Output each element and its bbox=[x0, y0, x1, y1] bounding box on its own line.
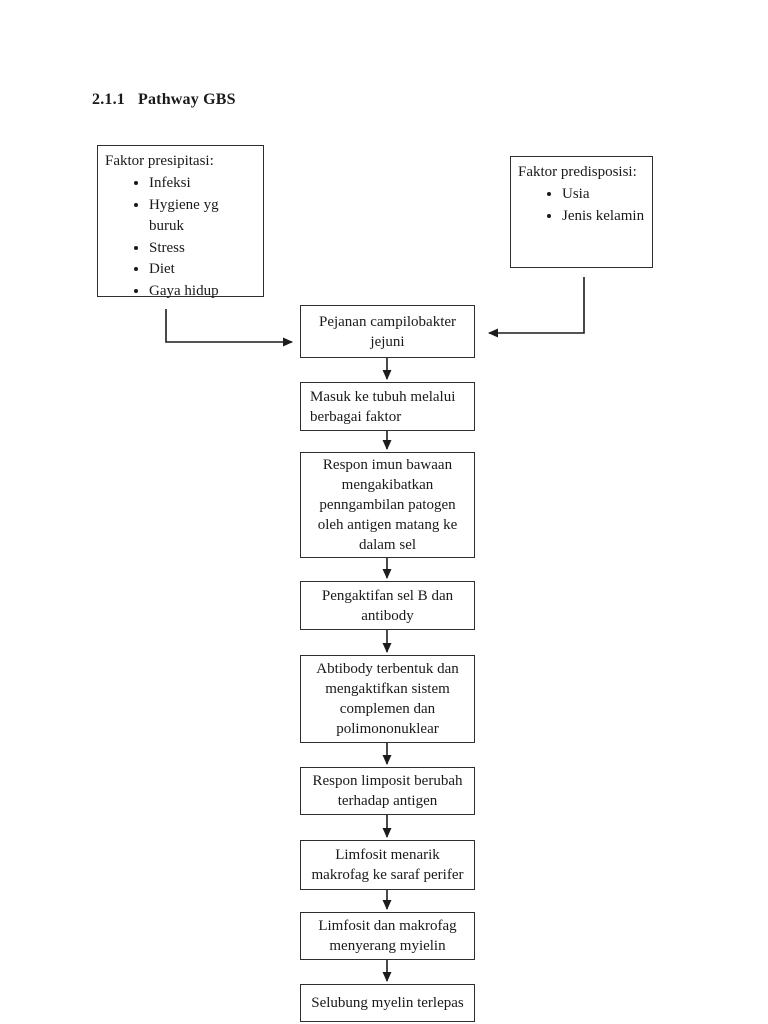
section-title: Pathway GBS bbox=[138, 91, 236, 108]
list-item: Jenis kelamin bbox=[562, 206, 646, 228]
list-item: Infeksi bbox=[149, 173, 257, 195]
flow-step-respon-imun-bawaan: Respon imun bawaan mengakibatkan penngam… bbox=[300, 452, 475, 558]
flow-step-label: Pengaktifan sel B dan antibody bbox=[321, 587, 454, 624]
arrow-presipitasi-to-pejanan bbox=[165, 309, 293, 347]
predisposing-factors-box: Faktor predisposisi: Usia Jenis kelamin bbox=[510, 156, 653, 268]
list-item: Usia bbox=[562, 184, 646, 206]
list-item: Gaya hidup bbox=[149, 281, 257, 303]
list-item: Stress bbox=[149, 238, 257, 260]
list-item: Diet bbox=[149, 259, 257, 281]
flow-step-menyerang-myielin: Limfosit dan makrofag menyerang myielin bbox=[300, 912, 475, 960]
section-number: 2.1.1 bbox=[92, 91, 125, 108]
flow-step-label: Masuk ke tubuh melalui berbagai faktor bbox=[310, 388, 456, 425]
flow-step-label: Pejanan campilobakter jejuni bbox=[318, 313, 457, 350]
predisposing-factors-title: Faktor predisposisi: bbox=[518, 164, 637, 180]
flow-step-pengaktifan-sel-b: Pengaktifan sel B dan antibody bbox=[300, 581, 475, 630]
precipitating-factors-title: Faktor presipitasi: bbox=[105, 153, 214, 169]
precipitating-factors-box: Faktor presipitasi: Infeksi Hygiene yg b… bbox=[97, 145, 264, 299]
flow-step-label: Abtibody terbentuk dan mengaktifkan sist… bbox=[316, 661, 459, 737]
flow-step-masuk-ke-tubuh: Masuk ke tubuh melalui berbagai faktor bbox=[300, 382, 475, 431]
flow-step-respon-limposit: Respon limposit berubah terhadap antigen bbox=[300, 767, 475, 815]
flow-step-label: Respon imun bawaan mengakibatkan penngam… bbox=[317, 457, 458, 553]
precipitating-factors-list: Infeksi Hygiene yg buruk Stress Diet Gay… bbox=[105, 173, 257, 302]
flow-step-label: Limfosit menarik makrofag ke saraf perif… bbox=[311, 847, 464, 883]
section-heading: 2.1.1 Pathway GBS bbox=[92, 91, 236, 109]
predisposing-factors-list: Usia Jenis kelamin bbox=[518, 184, 646, 227]
flow-step-limfosit-menarik-makrofag: Limfosit menarik makrofag ke saraf perif… bbox=[300, 840, 475, 890]
flow-step-label: Respon limposit berubah terhadap antigen bbox=[312, 773, 463, 809]
flow-step-antibody-terbentuk: Abtibody terbentuk dan mengaktifkan sist… bbox=[300, 655, 475, 743]
arrow-predisposisi-to-pejanan bbox=[488, 277, 585, 338]
flow-step-pejanan-campilobakter: Pejanan campilobakter jejuni bbox=[300, 305, 475, 358]
flow-step-label: Limfosit dan makrofag menyerang myielin bbox=[318, 918, 457, 954]
list-item: Hygiene yg buruk bbox=[149, 195, 257, 238]
flow-step-selubung-myelin-terlepas: Selubung myelin terlepas bbox=[300, 984, 475, 1022]
flow-step-label: Selubung myelin terlepas bbox=[311, 995, 464, 1011]
